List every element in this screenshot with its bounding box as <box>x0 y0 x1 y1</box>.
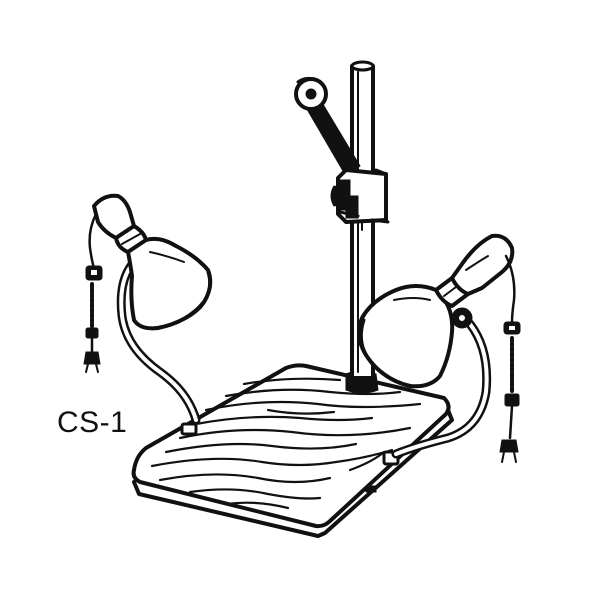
left-lamp <box>83 193 213 425</box>
board-clip <box>365 485 377 493</box>
left-lamp-shade <box>126 236 213 331</box>
right-lamp-socket <box>450 233 515 296</box>
left-lamp-socket <box>92 193 136 240</box>
right-lamp <box>357 233 521 463</box>
camera-arm <box>294 76 390 224</box>
column-top-cap <box>350 60 375 72</box>
right-lamp-plug <box>499 439 519 453</box>
baseboard <box>131 363 454 538</box>
left-gooseneck <box>119 260 198 422</box>
wood-grain <box>150 377 422 510</box>
carriage-lock-knob <box>330 185 345 207</box>
baseboard-top <box>131 363 451 529</box>
right-lamp-cord <box>504 254 516 324</box>
right-gooseneck <box>394 322 489 456</box>
left-lamp-plug <box>83 351 101 365</box>
left-lamp-cord <box>88 212 98 270</box>
baseboard-edge <box>132 408 454 538</box>
left-lamp-bracket <box>180 422 198 436</box>
model-label: CS-1 <box>57 406 128 439</box>
